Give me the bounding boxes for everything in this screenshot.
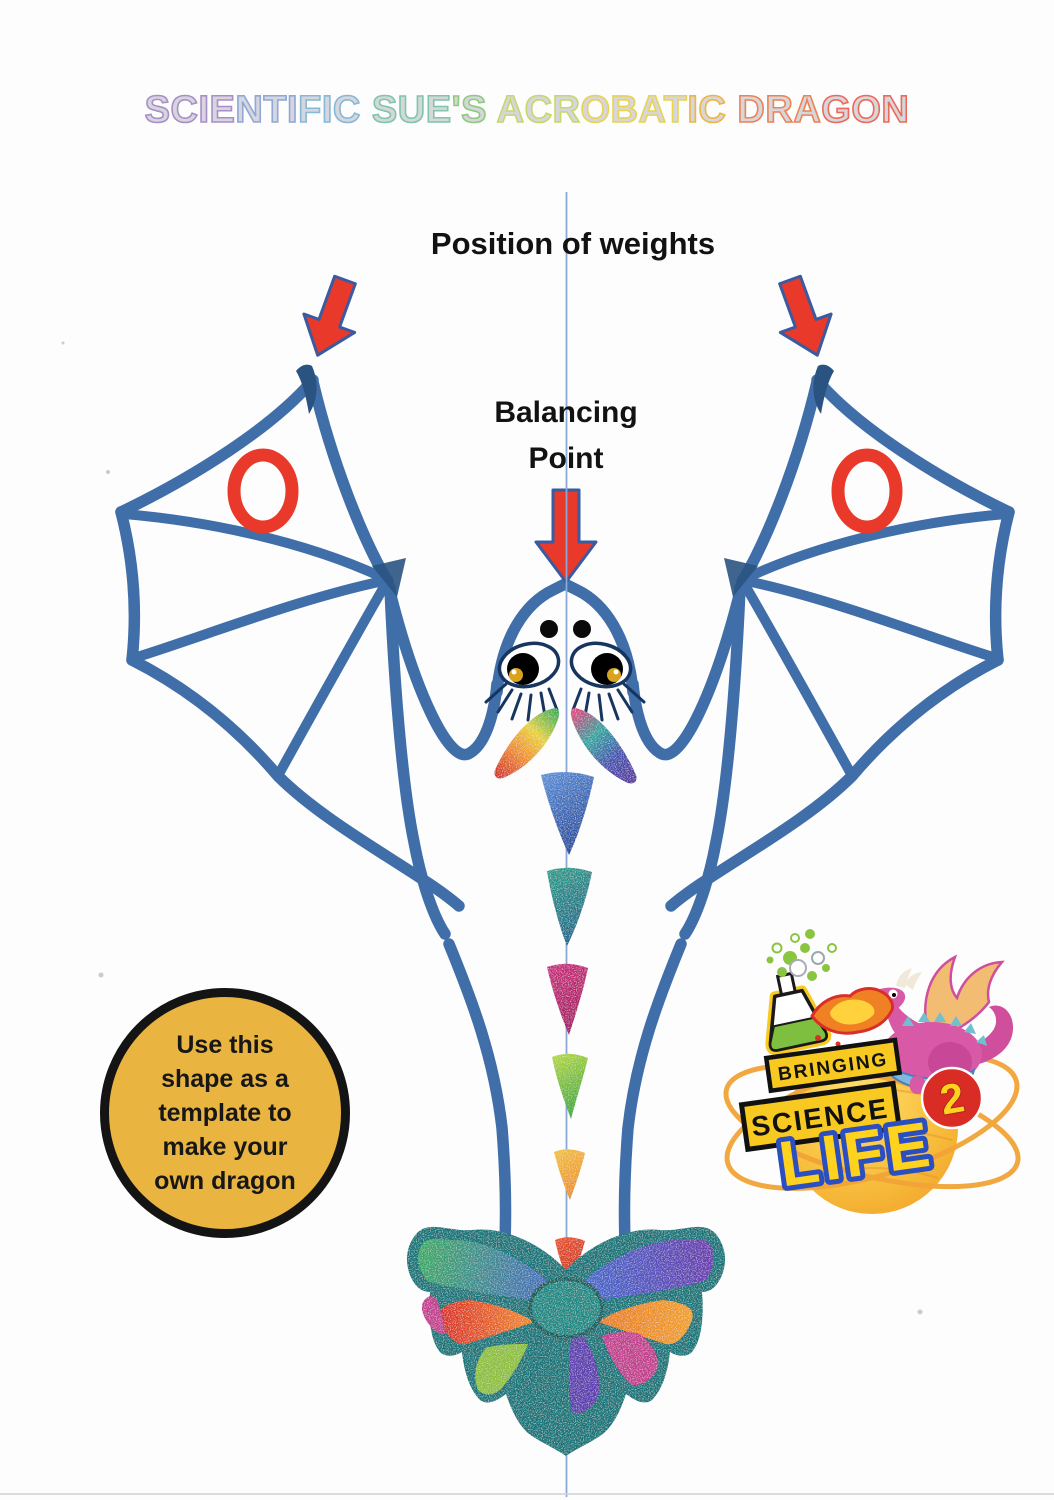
logo-number-2-badge: 2: [920, 1066, 984, 1130]
spike-green: [552, 1053, 588, 1119]
weight-arrow-right: [778, 274, 833, 357]
glitter-spine-spikes: [541, 771, 594, 1287]
weight-position-rings: [227, 448, 903, 534]
logo-banner-science: SCIENCE: [738, 1080, 903, 1153]
dragon-face: [484, 620, 646, 722]
badge-line: shape as a: [161, 1065, 289, 1093]
spike-red: [555, 1237, 585, 1287]
logo-flask-icon: [765, 929, 894, 1056]
wing-tip-claws: [296, 364, 834, 597]
badge-line: make your: [162, 1133, 288, 1161]
spike-blue: [541, 771, 594, 855]
badge-line: own dragon: [154, 1167, 296, 1195]
frill-right: [570, 708, 637, 784]
template-instruction-badge: Use this shape as a template to make you…: [100, 988, 350, 1238]
dragon-template-outline: [115, 374, 1015, 1248]
page-bottom-edge: [0, 1493, 1054, 1495]
badge-line: Use this: [176, 1031, 274, 1059]
weight-ring-left: [227, 448, 299, 534]
balancing-point-line1: Balancing: [494, 396, 638, 429]
tail-wing-body-knob: [528, 1277, 604, 1339]
spike-teal: [547, 867, 592, 946]
weight-arrow-left: [302, 274, 357, 357]
spike-orange: [554, 1149, 585, 1200]
science2life-logo: BRINGING SCIENCE 2 LIFE: [723, 929, 1021, 1214]
nostril-left: [540, 620, 558, 638]
dragon-head-outline: [491, 578, 639, 698]
frill-left: [494, 708, 560, 779]
annotation-arrows: [302, 274, 833, 584]
logo-bubbles: [766, 929, 837, 981]
scan-specks: [61, 341, 923, 1315]
position-of-weights-label: Position of weights: [430, 226, 716, 261]
balancing-point-line2: Point: [528, 442, 604, 475]
badge-line: template to: [158, 1099, 292, 1127]
nostril-right: [573, 620, 591, 638]
glitter-frills: [494, 708, 637, 784]
weight-ring-right: [831, 448, 903, 534]
logo-flame-icon: [810, 987, 894, 1047]
spike-magenta: [547, 963, 588, 1035]
glitter-tail-wing: [406, 1226, 726, 1456]
balancing-point-label: Balancing Point: [494, 390, 637, 482]
eye-left: [484, 641, 561, 722]
eye-right: [569, 641, 646, 722]
page-title: SCIENTIFIC SUE'S ACROBATIC DRAGON: [144, 89, 910, 133]
